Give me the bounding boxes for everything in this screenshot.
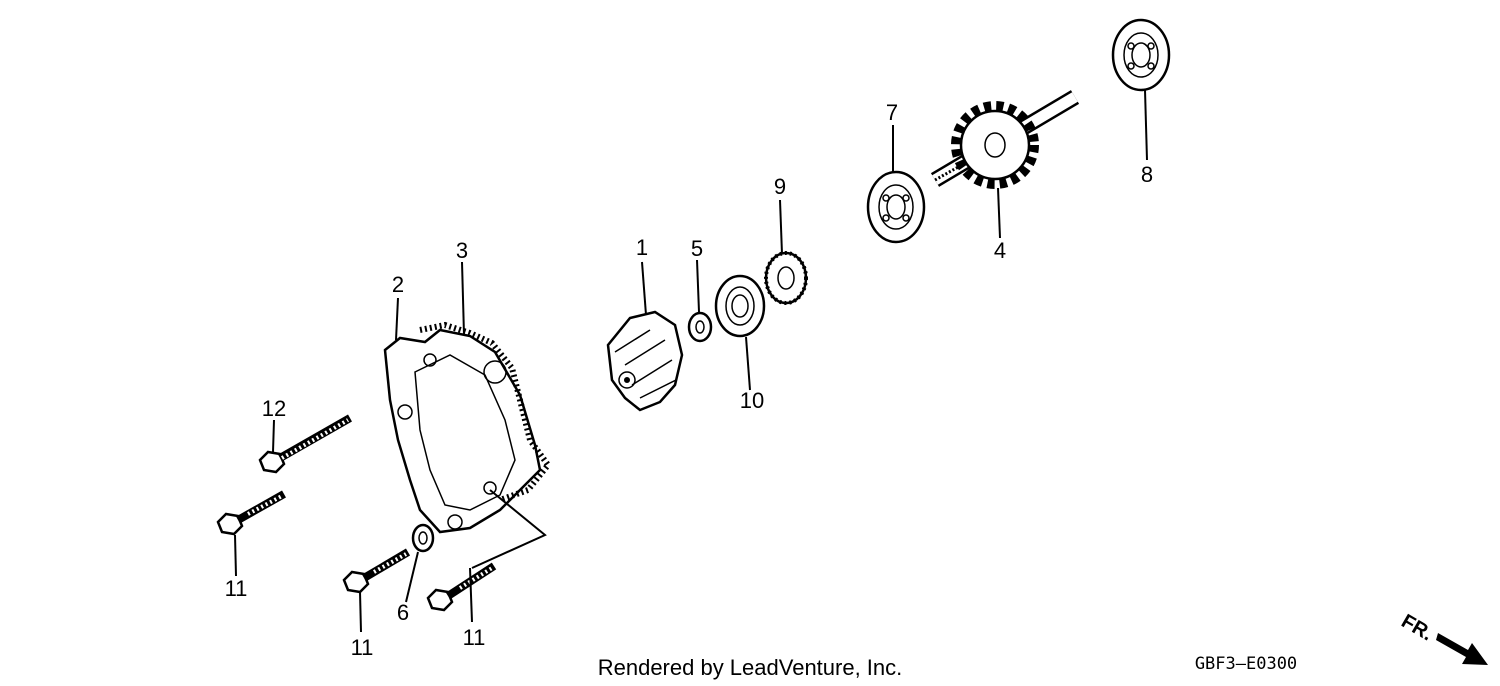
- callout-3: 3: [456, 238, 468, 263]
- callout-11-middle: 11: [351, 635, 374, 660]
- flange-bolt-11-left[interactable]: [216, 490, 286, 536]
- callout-12: 12: [262, 396, 286, 421]
- front-arrow-icon: [1436, 633, 1488, 665]
- callout-1: 1: [636, 235, 648, 260]
- water-pump-cover[interactable]: [383, 328, 542, 534]
- callout-5: 5: [691, 236, 703, 261]
- callout-2: 2: [392, 272, 404, 297]
- callout-9: 9: [774, 174, 786, 199]
- diagram-code: GBF3–E0300: [1195, 654, 1297, 674]
- flange-bolt-11-right[interactable]: [426, 562, 497, 612]
- callout-11-right: 11: [463, 625, 486, 650]
- pump-shaft-gear[interactable]: [930, 90, 1080, 189]
- flange-bolt-12[interactable]: [258, 414, 352, 474]
- bearing-7[interactable]: [866, 170, 926, 244]
- washer[interactable]: [687, 311, 713, 343]
- front-direction-indicator: FR.: [1398, 610, 1488, 665]
- callout-6: 6: [397, 600, 409, 625]
- callout-7: 7: [886, 100, 898, 125]
- leader-lines: [234, 89, 1148, 633]
- callout-8: 8: [1141, 162, 1153, 187]
- credit-text: Rendered by LeadVenture, Inc.: [598, 655, 903, 680]
- callout-11-left: 11: [225, 576, 248, 601]
- oil-seal[interactable]: [764, 251, 808, 305]
- callout-4: 4: [994, 238, 1006, 263]
- bearing-10[interactable]: [714, 274, 766, 338]
- front-label: FR.: [1398, 610, 1437, 645]
- callout-10: 10: [740, 388, 764, 413]
- sealing-washer[interactable]: [411, 523, 435, 553]
- impeller[interactable]: [606, 310, 684, 412]
- flange-bolt-11-middle[interactable]: [342, 548, 411, 594]
- bearing-8[interactable]: [1111, 18, 1171, 92]
- callout-labels: 1 2 3 4 5 6 7 8 9 10 11 11 11 12: [225, 100, 1154, 660]
